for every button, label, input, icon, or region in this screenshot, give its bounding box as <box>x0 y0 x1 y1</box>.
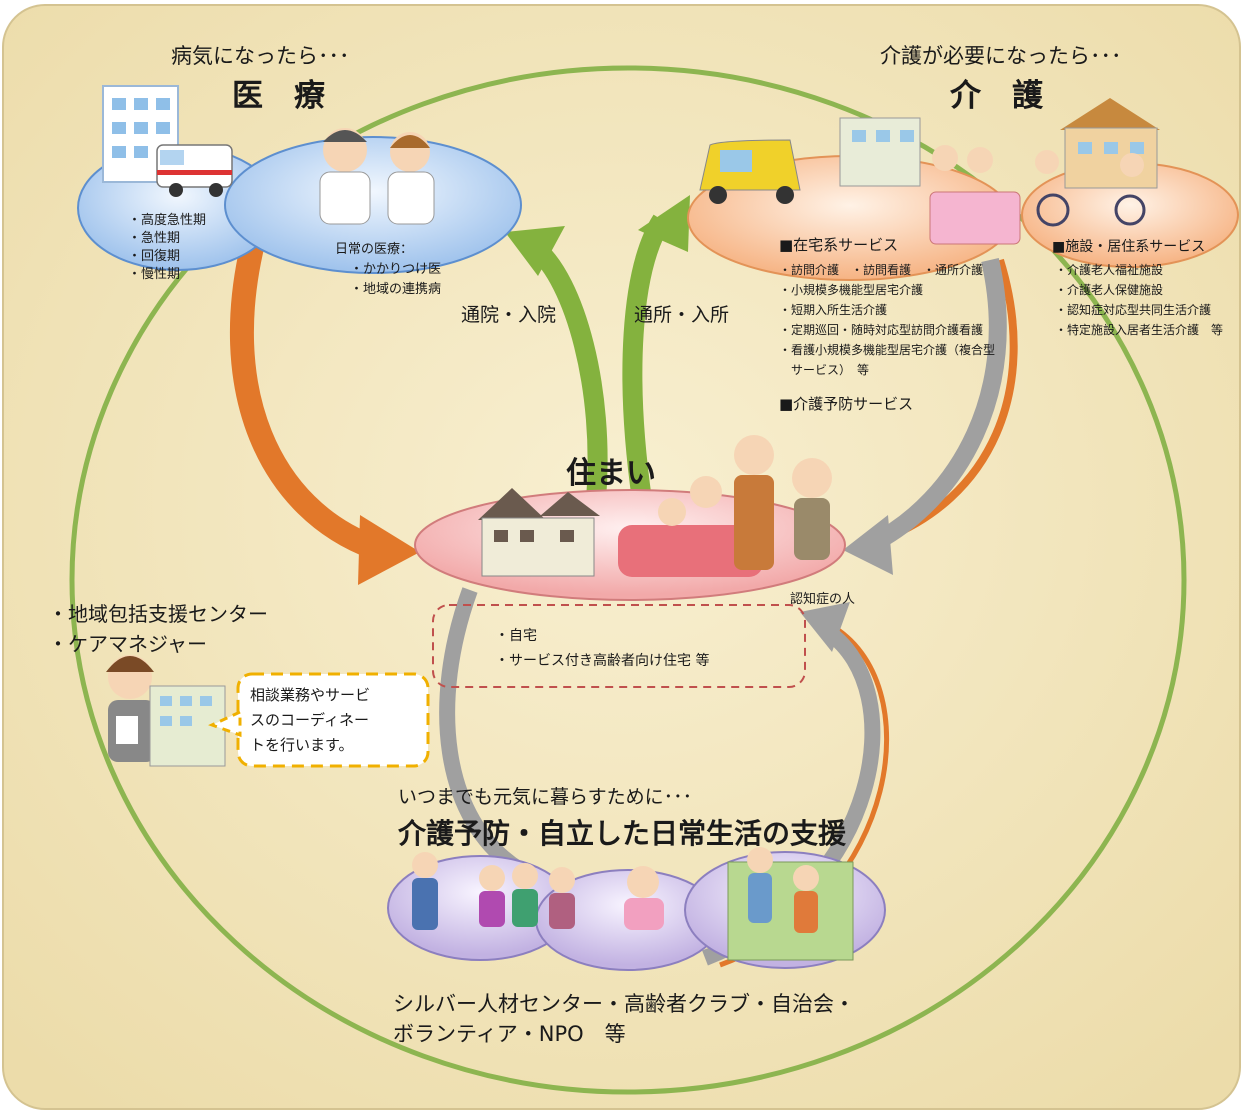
support-item: ・地域包括支援センター <box>48 602 268 626</box>
arrow-head-hospital <box>505 226 565 276</box>
facility-service-item: ・特定施設入居者生活介護 等 <box>1055 323 1224 337</box>
care-title: 介 護 <box>950 78 1043 114</box>
housing-type-item: ・サービス付き高齢者向け住宅 等 <box>495 653 710 669</box>
facility-visit-label: 通所・入所 <box>634 304 730 326</box>
acute-item: ・高度急性期 <box>128 213 207 228</box>
home-service-item: ・定期巡回・随時対応型訪問介護看護 <box>779 323 984 337</box>
arrow-housing-to-medical <box>528 240 608 501</box>
home-services-heading: ■在宅系サービス <box>779 236 899 254</box>
home-service-item: ・小規模多機能型居宅介護 <box>779 283 924 297</box>
home-service-item: ・短期入所生活介護 <box>779 303 888 317</box>
consultation-text: 相談業務やサービ スのコーディネー トを行います。 <box>250 686 371 754</box>
hospital-visit-label: 通院・入院 <box>461 304 557 326</box>
prevention-lead: いつまでも元気に暮らすために･･･ <box>398 786 693 808</box>
wheelchair-illustration <box>1035 150 1146 227</box>
prevention-title: 介護予防・自立した日常生活の支援 <box>398 817 847 850</box>
care-facility-building <box>839 117 921 187</box>
facility-service-item: ・介護老人保健施設 <box>1055 283 1164 297</box>
arrow-housing-to-prevention <box>439 587 525 877</box>
care-lead: 介護が必要になったら･･･ <box>880 44 1122 68</box>
medical-lead: 病気になったら･･･ <box>171 44 350 68</box>
housing-title: 住まい <box>566 456 656 491</box>
care-manager-illustration <box>106 655 156 762</box>
community-ring <box>69 65 1187 1095</box>
home-service-item: ・看護小規模多機能型居宅介護（複合型 <box>779 343 996 357</box>
facility-services-heading: ■施設・居住系サービス <box>1052 239 1206 255</box>
arrow-medical-to-housing <box>229 232 380 560</box>
arrow-head-medical <box>358 515 420 585</box>
daily-care-ellipse <box>224 136 522 274</box>
facility-service-item: ・介護老人福祉施設 <box>1055 263 1164 277</box>
elderly-group-illustration <box>412 852 575 930</box>
support-item: ・ケアマネジャー <box>48 632 207 656</box>
acute-item: ・急性期 <box>128 231 181 246</box>
acute-care-list: ・高度急性期 ・急性期 ・回復期 ・慢性期 <box>128 212 206 284</box>
facility-services-list: ・介護老人福祉施設 ・介護老人保健施設 ・認知症対応型共同生活介護 ・特定施設入… <box>1055 260 1223 340</box>
daily-care-item: ・かかりつけ医 <box>350 262 442 277</box>
organizations-line-2: ボランティア・NPO 等 <box>393 1022 626 1046</box>
arrow-head-facility <box>638 195 690 252</box>
doctors-illustration <box>319 128 435 225</box>
acute-item: ・回復期 <box>128 249 181 264</box>
exercise-illustration <box>624 866 664 930</box>
garden-walk-illustration <box>727 847 854 961</box>
home-services-list: ・訪問介護 ・訪問看護 ・通所介護 ・小規模多機能型居宅介護 ・短期入所生活介護… <box>779 260 995 380</box>
family-illustration <box>618 435 832 577</box>
home-service-item: ・訪問介護 ・訪問看護 ・通所介護 <box>779 263 984 277</box>
care-van-illustration <box>699 139 801 204</box>
medical-title: 医 療 <box>232 78 325 114</box>
ambulance-illustration <box>156 144 233 197</box>
arrow-care-to-housing-gray <box>865 257 1007 554</box>
daily-care-item: ・地域の連携病 <box>350 282 442 297</box>
arrow-head-prevention-return <box>800 602 850 652</box>
dementia-label: 認知症の人 <box>790 592 856 607</box>
bath-care-illustration <box>929 145 1021 245</box>
house-illustration <box>478 488 600 577</box>
bubble-tail <box>208 709 242 738</box>
acute-item: ・慢性期 <box>128 267 181 282</box>
organizations-line-1: シルバー人材センター・高齢者クラブ・自治会・ <box>393 992 855 1016</box>
home-service-item: サービス） 等 <box>779 363 870 377</box>
facility-service-item: ・認知症対応型共同生活介護 <box>1055 303 1212 317</box>
daily-care-title: 日常の医療： <box>335 242 414 257</box>
prevention-services-heading: ■介護予防サービス <box>779 395 914 413</box>
arrow-housing-to-care <box>622 214 671 502</box>
housing-type-item: ・自宅 <box>495 628 537 644</box>
arrow-head-care-return <box>843 515 893 575</box>
housing-types-box <box>432 604 806 688</box>
